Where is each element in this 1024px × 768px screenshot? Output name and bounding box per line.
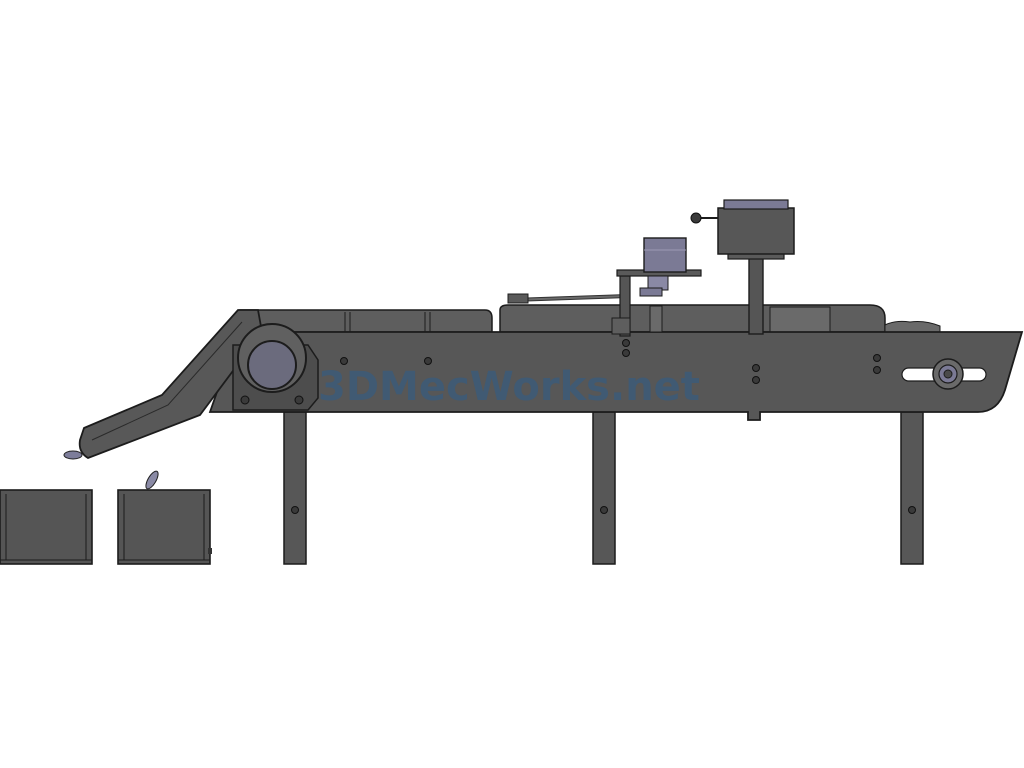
inclined-chute	[63, 309, 263, 460]
watermark-text: 3DMecWorks.net	[318, 364, 700, 410]
drive-roller	[232, 323, 319, 411]
frame-fasteners	[340, 339, 881, 384]
leg-right	[900, 411, 924, 565]
leg-middle	[592, 411, 616, 565]
bin-left	[0, 489, 93, 565]
sensor-unit	[616, 237, 702, 297]
motor-box	[690, 199, 795, 335]
conveyor-frame	[208, 331, 1024, 421]
leg-left	[283, 411, 307, 565]
belt-cover	[239, 304, 941, 333]
tension-slot	[901, 358, 987, 390]
bin-right	[117, 470, 212, 565]
sensor-linkage	[507, 275, 663, 337]
